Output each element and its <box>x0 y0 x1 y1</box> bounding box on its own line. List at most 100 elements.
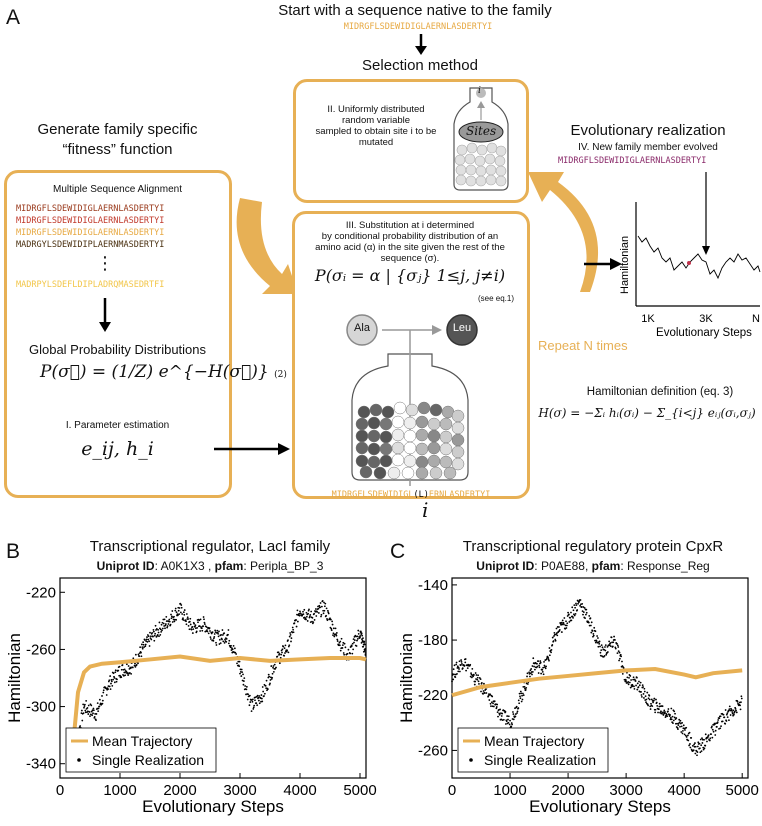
repeat-label: Repeat N times <box>538 338 628 353</box>
realization-point <box>618 659 620 662</box>
realization-point <box>555 627 558 630</box>
hamiltonian-def-eq: H(σ) = −Σᵢ hᵢ(σᵢ) − Σ_{i<j} eᵢⱼ(σᵢ,σⱼ) <box>538 406 756 420</box>
realization-point <box>252 708 255 710</box>
realization-point <box>331 623 334 626</box>
realization-point <box>566 622 569 625</box>
realization-point <box>613 635 615 638</box>
realization-point <box>650 698 653 701</box>
realization-point <box>543 660 545 663</box>
realization-point <box>466 667 469 670</box>
realization-point <box>223 642 226 644</box>
realization-point <box>473 683 476 686</box>
realization-point <box>734 708 737 710</box>
realization-point <box>604 649 607 652</box>
realization-point <box>141 647 144 650</box>
realization-point <box>161 629 163 632</box>
realization-point <box>206 629 208 631</box>
realization-point <box>661 711 664 714</box>
realization-point <box>693 743 696 746</box>
realization-point <box>694 742 696 744</box>
realization-point <box>140 651 142 654</box>
realization-point <box>290 637 293 640</box>
realization-point <box>263 695 265 697</box>
realization-point <box>579 599 582 601</box>
realization-point <box>666 715 669 718</box>
realization-point <box>460 659 463 661</box>
realization-point <box>574 612 577 615</box>
realization-point <box>281 648 284 651</box>
realization-point <box>589 624 592 627</box>
realization-point <box>457 666 460 669</box>
realization-point <box>335 634 338 637</box>
realization-point <box>165 620 168 623</box>
realization-point <box>92 712 94 715</box>
x-axis-label: Evolutionary Steps <box>529 797 671 816</box>
realization-point <box>318 604 321 607</box>
realization-point <box>147 635 150 638</box>
realization-point <box>592 633 595 635</box>
realization-point <box>156 634 159 636</box>
realization-point <box>362 637 364 640</box>
realization-point <box>203 623 206 626</box>
realization-point <box>232 644 235 647</box>
realization-point <box>168 620 171 623</box>
realization-point <box>649 708 652 710</box>
realization-point <box>582 606 585 608</box>
realization-point <box>98 705 101 708</box>
y-tick-label: -180 <box>418 632 448 649</box>
realization-point <box>643 690 646 693</box>
realization-point <box>451 680 453 683</box>
realization-point <box>335 632 338 634</box>
realization-point <box>605 653 608 656</box>
realization-point <box>355 645 358 647</box>
realization-point <box>620 655 623 658</box>
realization-point <box>179 611 182 614</box>
realization-point <box>109 675 112 677</box>
realization-point <box>195 630 198 633</box>
realization-point <box>256 694 259 697</box>
realization-point <box>305 615 308 618</box>
realization-point <box>88 711 91 713</box>
realization-point <box>187 618 190 620</box>
realization-point <box>544 667 547 670</box>
realization-point <box>590 621 593 624</box>
x-tick-label: 1000 <box>103 782 136 799</box>
realization-point <box>149 631 151 634</box>
realization-point <box>502 718 505 721</box>
realization-point <box>599 645 601 648</box>
realization-point <box>539 661 542 664</box>
realization-point <box>716 725 718 728</box>
sites-jar-icon <box>453 87 509 191</box>
realization-point <box>153 634 156 637</box>
realization-point <box>603 655 606 657</box>
site-symbol-jar: i <box>478 86 481 96</box>
realization-point <box>640 694 643 696</box>
realization-point <box>660 712 663 715</box>
realization-point <box>609 645 612 648</box>
realization-point <box>531 671 534 673</box>
realization-point <box>287 639 289 642</box>
realization-point <box>364 650 366 652</box>
realization-point <box>599 651 602 654</box>
realization-point <box>669 714 671 716</box>
realization-point <box>654 711 657 714</box>
realization-point <box>633 685 635 688</box>
realization-point <box>110 680 113 683</box>
realization-point <box>89 715 91 718</box>
realization-point <box>133 664 136 667</box>
realization-point <box>326 609 329 612</box>
realization-point <box>507 715 510 718</box>
realization-point <box>272 671 275 673</box>
realization-point <box>271 676 274 679</box>
realization-point <box>670 707 673 710</box>
realization-point <box>308 608 310 611</box>
panel-b-title: Transcriptional regulator, LacI family <box>89 538 331 555</box>
realization-point <box>152 628 155 631</box>
realization-point <box>629 686 632 689</box>
realization-point <box>347 648 350 651</box>
realization-point <box>98 698 101 701</box>
realization-point <box>537 660 540 663</box>
realization-point <box>571 615 574 618</box>
realization-point <box>246 698 249 701</box>
realization-point <box>521 698 524 701</box>
